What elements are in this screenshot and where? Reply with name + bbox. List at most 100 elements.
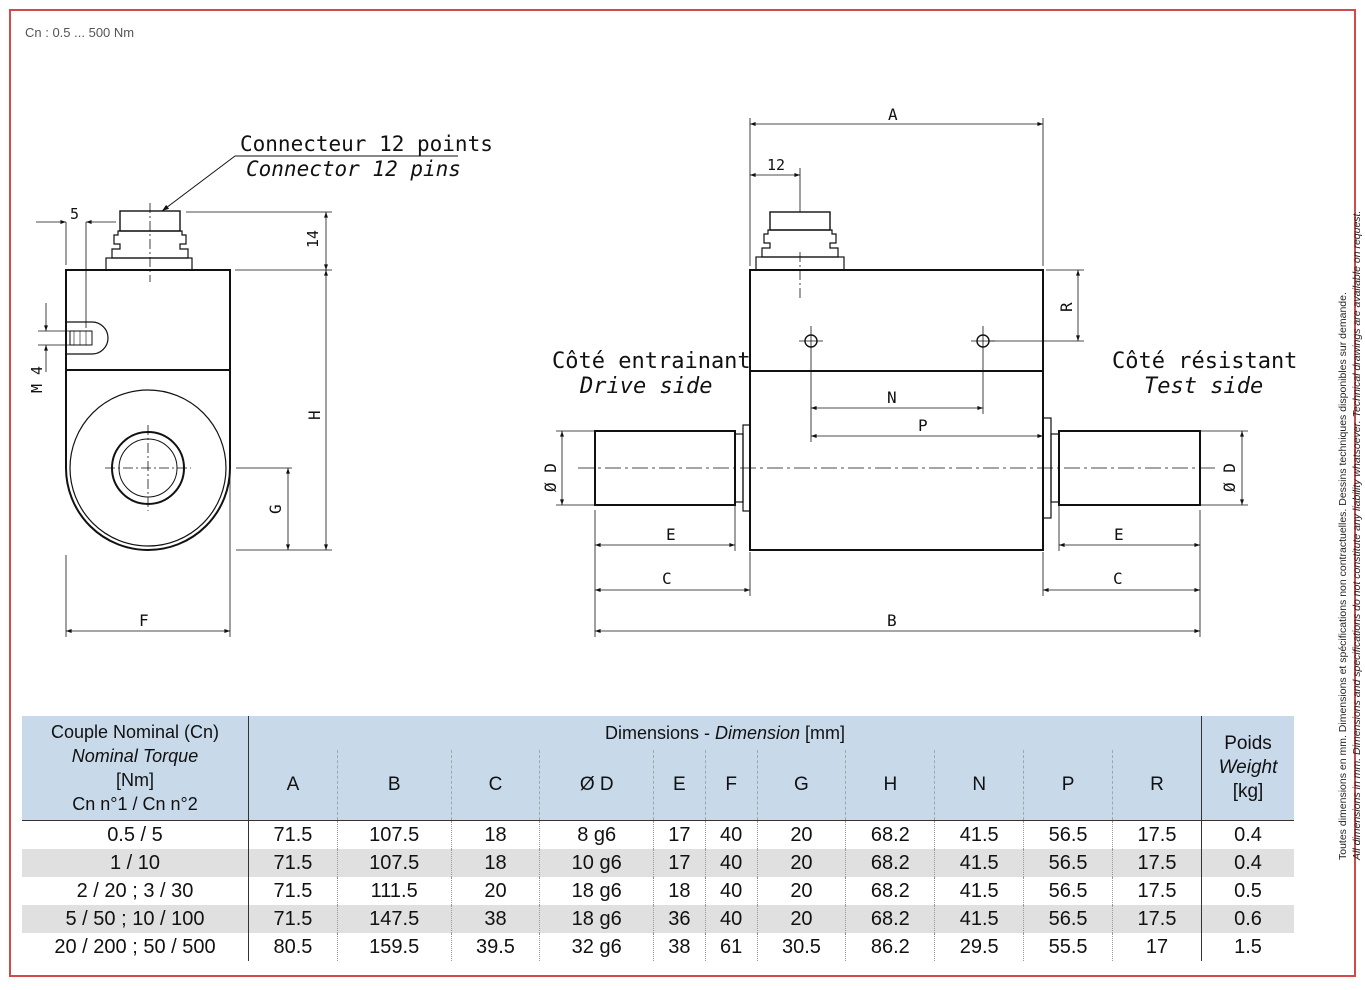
dimension-cell: 71.5	[248, 849, 338, 877]
side-view	[556, 118, 1248, 637]
column-header: H	[845, 750, 935, 821]
weight-cell: 0.4	[1201, 849, 1294, 877]
dimension-cell: 18	[653, 877, 706, 905]
dim-d-right: Ø D	[1220, 463, 1239, 492]
column-header: C	[450, 750, 540, 821]
front-view	[36, 155, 458, 637]
connector-label-en: Connector 12 pins	[246, 157, 461, 181]
dim-n: N	[887, 388, 897, 407]
column-header: E	[653, 750, 706, 821]
dim-e-right: E	[1114, 525, 1124, 544]
torque-cell: 0.5 / 5	[22, 820, 249, 849]
dim-e-left: E	[666, 525, 676, 544]
dim-d-left: Ø D	[541, 463, 560, 492]
dimension-cell: 36	[653, 905, 706, 933]
dimension-cell: 107.5	[336, 849, 452, 877]
test-side-label-en: Test side	[1144, 374, 1263, 399]
column-header: G	[756, 750, 846, 821]
dim-r: R	[1057, 302, 1076, 312]
dimension-cell: 80.5	[248, 933, 338, 961]
connector-base	[105, 257, 193, 271]
dimension-cell: 38	[653, 933, 706, 961]
column-header: P	[1023, 750, 1113, 821]
drive-side-label-en: Drive side	[579, 374, 712, 399]
dimension-cell: 17.5	[1112, 820, 1202, 849]
dimension-cell: 29.5	[934, 933, 1024, 961]
weight-cell: 0.6	[1201, 905, 1294, 933]
dimension-cell: 30.5	[756, 933, 846, 961]
dimension-cell: 40	[704, 820, 757, 849]
dimension-cell: 20	[756, 820, 846, 849]
dimension-cell: 40	[704, 877, 757, 905]
dimension-cell: 147.5	[336, 905, 452, 933]
dim-12: 12	[767, 156, 785, 174]
dimension-cell: 41.5	[934, 877, 1024, 905]
dimension-cell: 159.5	[336, 933, 452, 961]
dimension-cell: 41.5	[934, 905, 1024, 933]
column-header: B	[336, 750, 452, 821]
dim-m4: M 4	[28, 366, 46, 393]
dim-14: 14	[304, 230, 322, 248]
dimension-cell: 18	[450, 820, 540, 849]
dimension-cell: 86.2	[845, 933, 935, 961]
dimension-cell: 20	[450, 877, 540, 905]
dimensions-header: Dimensions - Dimension [mm]	[604, 722, 846, 743]
dimension-cell: 68.2	[845, 820, 935, 849]
dimension-cell: 55.5	[1023, 933, 1113, 961]
dimension-cell: 17.5	[1112, 877, 1202, 905]
drive-side-label-fr: Côté entrainant	[552, 349, 751, 374]
m4-hole	[69, 330, 93, 346]
dimension-cell: 41.5	[934, 849, 1024, 877]
weight-column-header: Poids Weight [kg]	[1201, 716, 1294, 821]
torque-cell: 20 / 200 ; 50 / 500	[22, 933, 249, 961]
dimension-cell: 20	[756, 849, 846, 877]
dimensions-table: Couple Nominal (Cn) Nominal Torque [Nm] …	[22, 716, 1294, 961]
torque-cell: 1 / 10	[22, 849, 249, 877]
dimension-cell: 71.5	[248, 820, 338, 849]
dimension-cell: 56.5	[1023, 877, 1113, 905]
dimension-cell: 17.5	[1112, 849, 1202, 877]
column-header: F	[704, 750, 757, 821]
dimension-cell: 20	[756, 877, 846, 905]
dimension-cell: 8 g6	[539, 820, 654, 849]
dim-c-right: C	[1113, 569, 1123, 588]
dimension-cell: 20	[756, 905, 846, 933]
housing-side	[749, 269, 1044, 551]
dimension-cell: 39.5	[450, 933, 540, 961]
dimension-cell: 107.5	[336, 820, 452, 849]
dimension-cell: 38	[450, 905, 540, 933]
dimension-cell: 56.5	[1023, 820, 1113, 849]
torque-cell: 2 / 20 ; 3 / 30	[22, 877, 249, 905]
dim-p: P	[918, 416, 928, 435]
dimension-cell: 18 g6	[539, 877, 654, 905]
dimension-cell: 32 g6	[539, 933, 654, 961]
test-side-label-fr: Côté résistant	[1112, 349, 1297, 374]
dimension-cell: 71.5	[248, 905, 338, 933]
column-header: N	[934, 750, 1024, 821]
dimension-cell: 41.5	[934, 820, 1024, 849]
weight-cell: 0.5	[1201, 877, 1294, 905]
dim-b: B	[887, 611, 897, 630]
disclaimer-fr: Toutes dimensions en mm. Dimensions et s…	[1337, 292, 1349, 860]
torque-range-label: Cn : 0.5 ... 500 Nm	[25, 25, 135, 40]
dimension-cell: 40	[704, 905, 757, 933]
weight-cell: 0.4	[1201, 820, 1294, 849]
dim-g: G	[266, 504, 285, 514]
dim-c-left: C	[662, 569, 672, 588]
dimension-cell: 68.2	[845, 877, 935, 905]
shaft-flange-circle	[69, 389, 227, 547]
dimension-cell: 17	[653, 820, 706, 849]
disclaimer-note: Toutes dimensions en mm. Dimensions et s…	[1336, 211, 1364, 860]
dimension-cell: 18	[450, 849, 540, 877]
dimension-cell: 71.5	[248, 877, 338, 905]
column-header: A	[286, 774, 300, 795]
column-header: R	[1112, 750, 1202, 821]
dim-h: H	[305, 410, 324, 420]
dimension-cell: 10 g6	[539, 849, 654, 877]
dimension-cell: 56.5	[1023, 905, 1113, 933]
dimension-cell: 111.5	[336, 877, 452, 905]
